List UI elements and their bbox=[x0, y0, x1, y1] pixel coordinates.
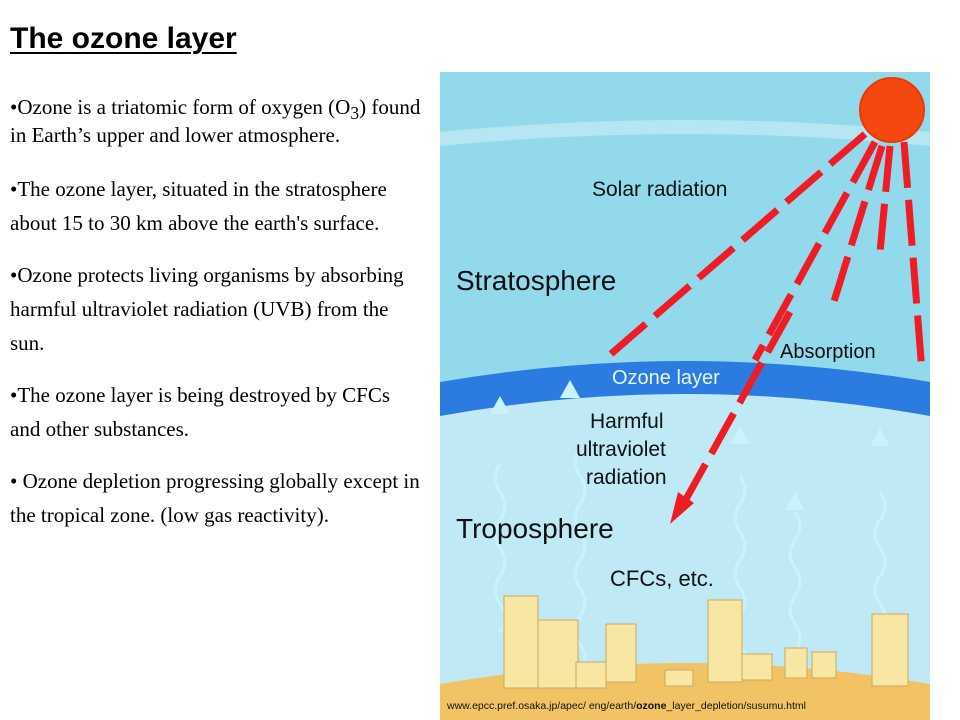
bullet-list: •Ozone is a triatomic form of oxygen (O3… bbox=[10, 96, 425, 550]
solar-ray-3 bbox=[828, 144, 886, 310]
heat-wave-5 bbox=[873, 491, 887, 633]
building-9 bbox=[811, 651, 837, 679]
building-6 bbox=[707, 599, 743, 683]
label-solar-radiation: Solar radiation bbox=[592, 178, 727, 201]
solar-ray-4 bbox=[876, 145, 894, 253]
label-ozone-layer: Ozone layer bbox=[612, 367, 720, 389]
heat-wave-1 bbox=[493, 463, 507, 633]
ozone-diagram: Solar radiation Stratosphere Absorption … bbox=[440, 72, 930, 720]
slide-title: The ozone layer bbox=[10, 22, 237, 55]
solar-ray-5 bbox=[900, 141, 926, 373]
bullet-ozone-location: •The ozone layer, situated in the strato… bbox=[10, 177, 387, 236]
building-4 bbox=[605, 623, 637, 683]
label-harmful-line1: Harmful bbox=[590, 410, 664, 433]
label-stratosphere: Stratosphere bbox=[456, 265, 616, 296]
ozone-layer-band bbox=[440, 361, 930, 416]
solar-ray-2 bbox=[751, 140, 879, 362]
heat-arrowhead-5 bbox=[870, 428, 890, 446]
bullet-ozone-destruction: •The ozone layer is being destroyed by C… bbox=[10, 383, 391, 442]
heat-arrowhead-3 bbox=[730, 426, 750, 444]
sun bbox=[859, 77, 925, 143]
uv-ray bbox=[676, 310, 794, 512]
label-cfcs: CFCs, etc. bbox=[610, 566, 714, 591]
heat-wave-4 bbox=[788, 511, 802, 653]
building-7 bbox=[741, 653, 773, 681]
building-3 bbox=[575, 661, 607, 689]
heat-arrowhead-4 bbox=[785, 492, 805, 510]
heat-arrowhead-1 bbox=[490, 396, 510, 414]
image-source-credit: www.epcc.pref.osaka.jp/apec/ eng/earth/o… bbox=[447, 700, 806, 712]
heat-arrowhead-2 bbox=[560, 380, 580, 398]
label-troposphere: Troposphere bbox=[456, 513, 614, 544]
bullet-ozone-definition: •Ozone is a triatomic form of oxygen (O3… bbox=[10, 95, 421, 148]
label-harmful-line3: radiation bbox=[586, 466, 667, 489]
uv-ray-arrowhead bbox=[670, 492, 694, 524]
building-8 bbox=[784, 647, 808, 679]
bullet-ozone-protection: •Ozone protects living organisms by abso… bbox=[10, 263, 404, 356]
building-2 bbox=[537, 619, 579, 689]
upper-atmosphere-band bbox=[440, 120, 930, 146]
building-1 bbox=[503, 595, 539, 689]
building-10 bbox=[871, 613, 909, 687]
building-5 bbox=[664, 669, 694, 687]
label-harmful-line2: ultraviolet bbox=[576, 438, 666, 461]
label-absorption: Absorption bbox=[780, 341, 876, 363]
bullet-ozone-depletion: • Ozone depletion progressing globally e… bbox=[10, 469, 420, 528]
